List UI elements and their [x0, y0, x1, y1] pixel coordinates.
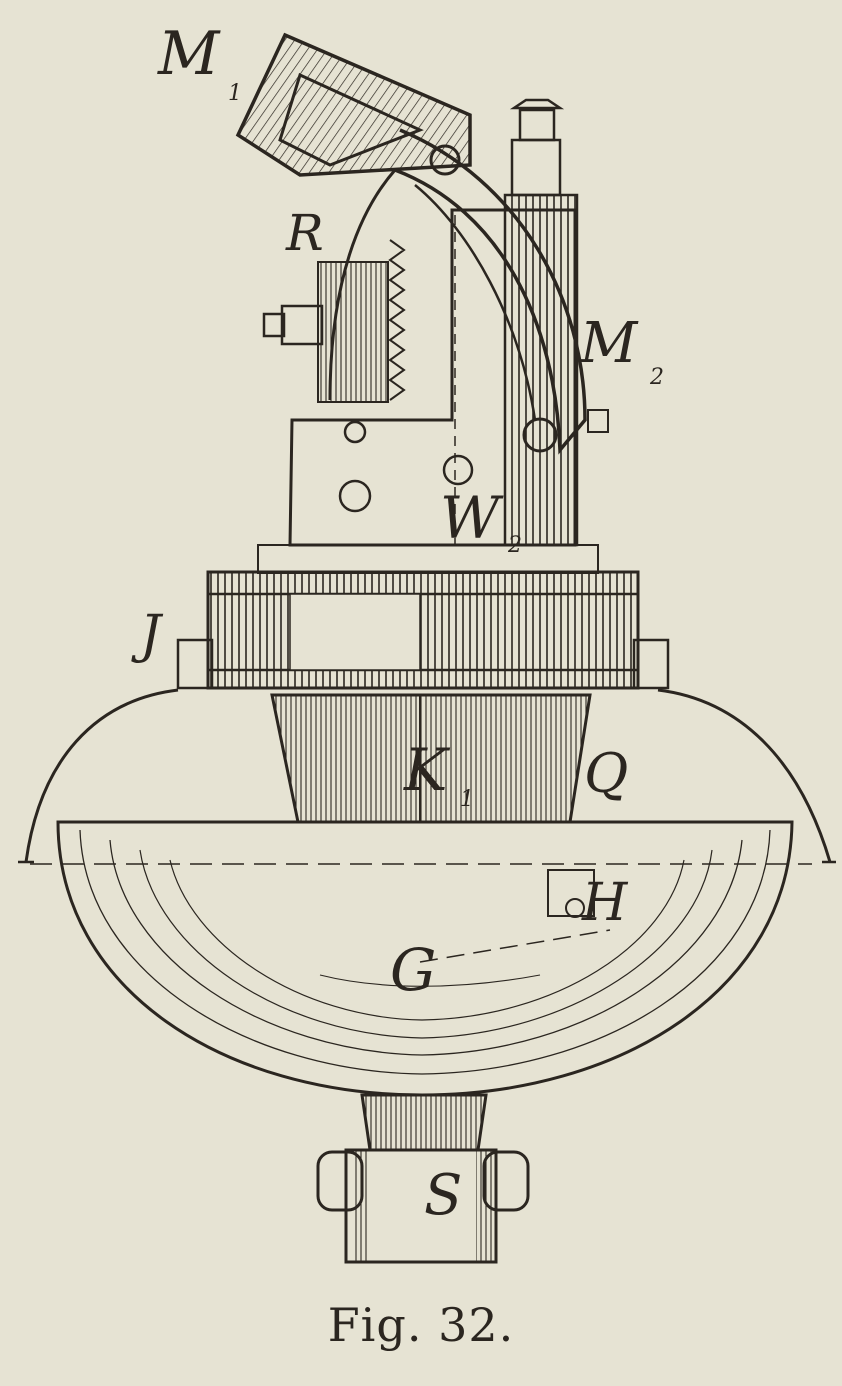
outer-hood — [18, 688, 836, 864]
label-g: G — [390, 936, 436, 1004]
label-j: J — [131, 605, 164, 665]
base-shank — [316, 1093, 530, 1264]
label-h: H — [581, 873, 629, 933]
label-m2: M — [579, 311, 639, 376]
figure-caption: Fig. 32. — [327, 1298, 515, 1352]
label-m1-sub: 1 — [228, 81, 242, 106]
cone — [270, 693, 592, 824]
label-k1-sub: 1 — [460, 787, 474, 812]
ring-band — [176, 544, 670, 690]
lever-arm — [235, 32, 609, 455]
labels: M 1 R M 2 W 2 J K 1 Q H G S — [131, 19, 664, 1228]
label-s: S — [424, 1163, 462, 1228]
label-q: Q — [584, 742, 628, 805]
label-m1: M — [157, 19, 221, 89]
label-m2-sub: 2 — [649, 365, 664, 390]
label-w2-sub: 2 — [507, 533, 522, 558]
label-w2: W — [440, 484, 504, 552]
label-r: R — [285, 204, 324, 262]
label-k1: K — [403, 736, 451, 804]
